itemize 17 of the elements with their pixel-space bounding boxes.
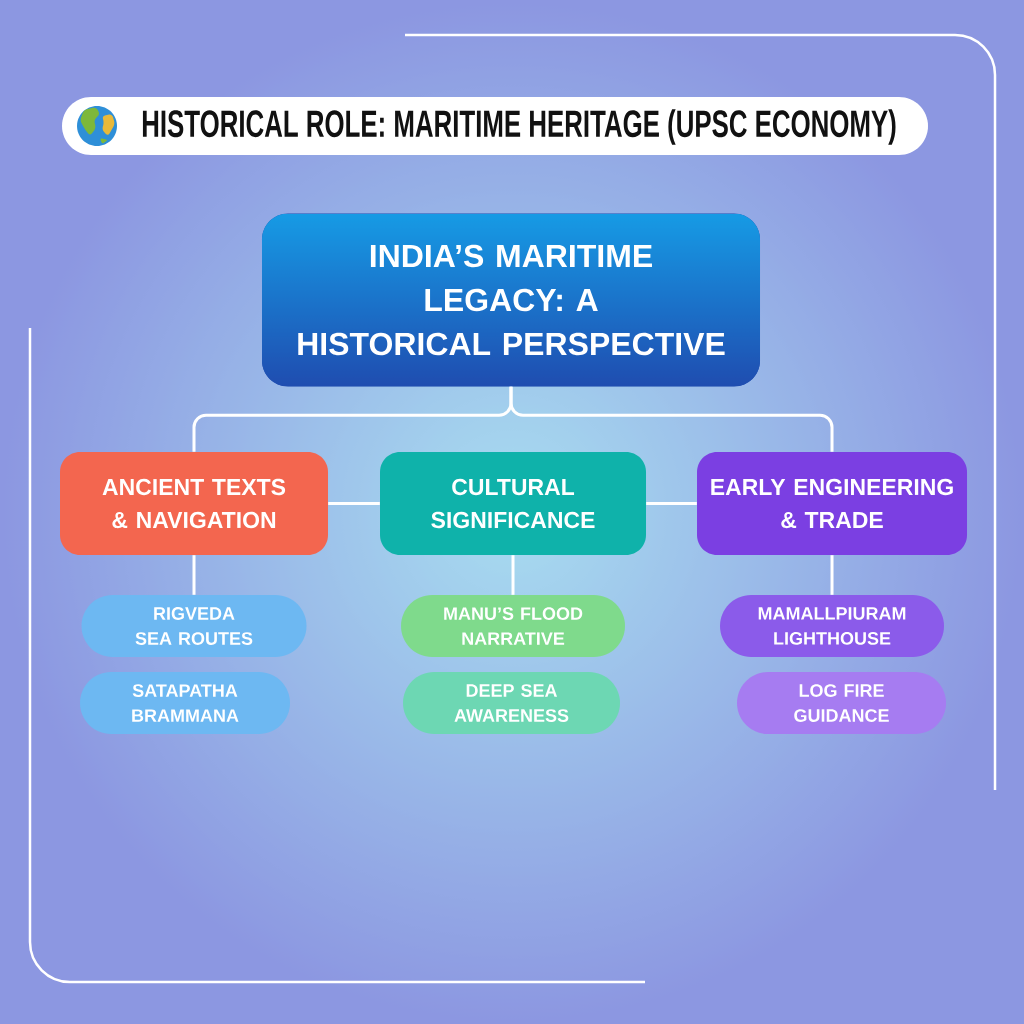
item-pill: DEEP SEA AWARENESS [403,672,620,734]
item-pill: SATAPATHA BRAMMANA [80,672,290,734]
connector-line [328,502,380,505]
item-pill: MAMALLPIURAM LIGHTHOUSE [720,595,944,657]
category-box: EARLY ENGINEERING & TRADE [697,452,967,555]
item-pill: RIGVEDA SEA ROUTES [81,595,307,657]
connector-line [830,555,834,595]
connector-line [646,502,697,505]
connector-line [511,555,515,595]
item-pill: LOG FIRE GUIDANCE [737,672,946,734]
category-box: CULTURAL SIGNIFICANCE [380,452,646,555]
item-pill: MANU’S FLOOD NARRATIVE [401,595,625,657]
title-banner: HISTORICAL ROLE: MARITIME HERITAGE (UPSC ECONOMY) [62,97,928,155]
connector-line [192,555,196,595]
topic-box: INDIA’S MARITIME LEGACY: A HISTORICAL PERSPECTIVE [262,213,760,387]
category-box: ANCIENT TEXTS & NAVIGATION [60,452,328,555]
connector-line [509,386,834,452]
